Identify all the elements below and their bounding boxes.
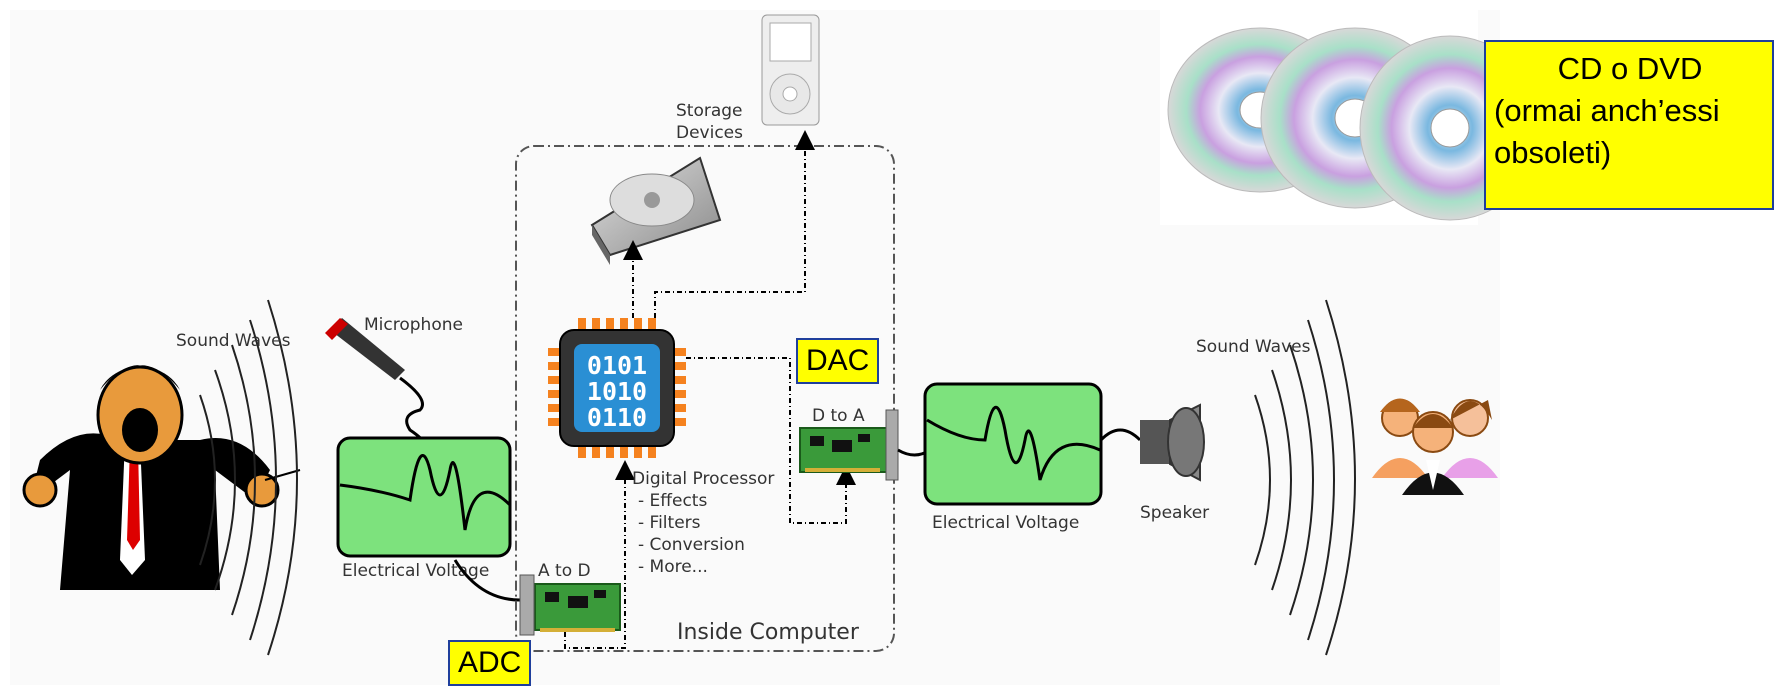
microphone-label: Microphone xyxy=(364,315,463,335)
dac-badge: DAC xyxy=(796,338,880,384)
speaker-label: Speaker xyxy=(1140,503,1209,523)
voltage-scope-left xyxy=(336,436,512,558)
computer-boundary xyxy=(515,145,895,652)
processor-chip-icon xyxy=(548,318,686,458)
voltage-right-label: Electrical Voltage xyxy=(932,513,1079,533)
portable-player-icon xyxy=(761,14,820,126)
cd-dvd-discs-icon xyxy=(1160,10,1541,225)
dp-more: - More... xyxy=(638,557,708,577)
a-to-d-label: A to D xyxy=(538,561,591,581)
dp-filters: - Filters xyxy=(638,513,701,533)
sound-waves-left-icon xyxy=(199,299,298,656)
d-to-a-label: D to A xyxy=(812,406,865,426)
voltage-scope-right xyxy=(923,382,1103,506)
dp-effects: - Effects xyxy=(638,491,707,511)
hard-drive-icon xyxy=(590,156,722,265)
voltage-left-label: Electrical Voltage xyxy=(342,561,489,581)
speaker-icon xyxy=(1140,403,1205,482)
storage-label-1: Storage xyxy=(676,101,743,121)
storage-label-2: Devices xyxy=(676,123,743,143)
cd-note-line-1: CD o DVD xyxy=(1557,51,1703,86)
cd-note-line-3: obsoleti) xyxy=(1494,135,1612,170)
digital-processor-label: Digital Processor xyxy=(632,469,774,489)
cd-dvd-note: CD o DVD (ormai anch’essi obsoleti) xyxy=(1484,40,1774,210)
cd-note-line-2: (ormai anch’essi xyxy=(1494,93,1720,128)
chip-line-1: 0101 xyxy=(587,351,647,380)
inside-computer-label: Inside Computer xyxy=(677,620,860,645)
adc-badge: ADC xyxy=(448,640,532,686)
chip-line-2: 1010 xyxy=(587,377,647,406)
singer-icon xyxy=(22,365,301,590)
audience-icon xyxy=(1372,398,1498,495)
chip-line-3: 0110 xyxy=(587,403,647,432)
dp-conversion: - Conversion xyxy=(638,535,745,555)
a-to-d-card-icon xyxy=(519,574,621,636)
sound-waves-right-icon xyxy=(1254,299,1356,656)
sound-waves-left-label: Sound Waves xyxy=(176,331,291,351)
d-to-a-card-icon xyxy=(799,409,899,481)
sound-waves-right-label: Sound Waves xyxy=(1196,337,1311,357)
